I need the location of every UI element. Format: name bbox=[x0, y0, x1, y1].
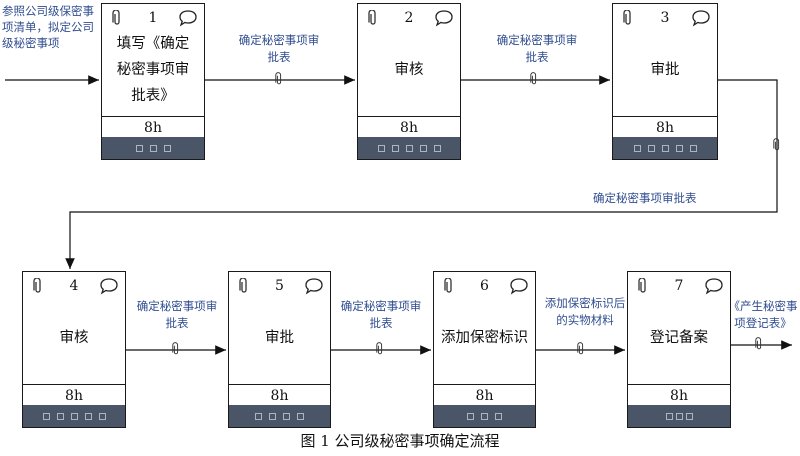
node-divider bbox=[434, 384, 535, 385]
node-number: 6 bbox=[480, 278, 489, 294]
node-title: 审核 bbox=[59, 330, 89, 346]
attachment-icon bbox=[623, 10, 631, 25]
node-divider bbox=[613, 116, 717, 117]
node-duration: 8h bbox=[270, 388, 289, 404]
node-duration: 8h bbox=[65, 388, 83, 404]
comment-icon bbox=[305, 278, 323, 295]
node-duration: 8h bbox=[670, 388, 688, 404]
node-duration: 8h bbox=[400, 120, 418, 136]
process-node-7[interactable]: 7 登记备案 8h bbox=[627, 271, 731, 428]
attachment-icon bbox=[530, 72, 537, 85]
process-node-1[interactable]: 1 填写《确定秘密事项审批表》 8h bbox=[101, 3, 205, 160]
node-duration: 8h bbox=[656, 120, 674, 136]
comment-icon bbox=[510, 278, 528, 295]
node-divider bbox=[23, 384, 125, 385]
attachment-icon bbox=[239, 278, 247, 293]
attachment-icon bbox=[773, 138, 780, 151]
node-number: 3 bbox=[660, 10, 670, 26]
node-footer bbox=[102, 137, 204, 159]
process-node-3[interactable]: 3 审批 8h bbox=[612, 3, 718, 160]
node-footer bbox=[613, 137, 717, 159]
process-node-2[interactable]: 2 审核 8h bbox=[357, 3, 461, 160]
comment-icon bbox=[435, 10, 453, 27]
attachment-icon bbox=[376, 342, 383, 355]
node-number: 5 bbox=[275, 278, 284, 294]
comment-icon bbox=[100, 278, 118, 295]
edge-label-6-7: 添加保密标识后的实物材料 bbox=[544, 296, 626, 327]
figure-caption: 图 1 公司级秘密事项确定流程 bbox=[300, 432, 500, 450]
node-divider bbox=[358, 116, 460, 117]
node-title: 登记备案 bbox=[650, 330, 708, 346]
edge-label-2-3: 确定秘密事项审批表 bbox=[496, 33, 578, 64]
node-divider bbox=[102, 116, 204, 117]
node-divider bbox=[229, 384, 330, 385]
node-footer bbox=[358, 137, 460, 159]
node-title: 审核 bbox=[394, 62, 424, 78]
attachment-icon bbox=[368, 10, 376, 25]
edge-label-4-5: 确定秘密事项审批表 bbox=[136, 299, 218, 330]
arrow-3-to-4 bbox=[65, 79, 778, 269]
input-document-label: 参照公司级保密事项清单，拟定公司级秘密事项 bbox=[2, 4, 94, 50]
attachment-icon bbox=[33, 278, 41, 293]
node-number: 2 bbox=[404, 10, 414, 26]
node-title: 审批 bbox=[650, 62, 680, 78]
attachment-icon bbox=[172, 342, 179, 355]
node-title: 填写《确定秘密事项审批表》 bbox=[116, 36, 190, 104]
node-number: 4 bbox=[69, 278, 79, 294]
attachment-icon bbox=[638, 278, 646, 293]
node-number: 7 bbox=[674, 278, 684, 294]
node-footer bbox=[229, 405, 330, 427]
attachment-icon bbox=[112, 10, 120, 25]
node-title: 审批 bbox=[265, 330, 294, 346]
attachment-icon bbox=[275, 72, 282, 85]
node-divider bbox=[628, 384, 730, 385]
node-number: 1 bbox=[148, 10, 158, 26]
edge-label-3-4: 确定秘密事项审批表 bbox=[593, 191, 697, 205]
process-node-4[interactable]: 4 审核 8h bbox=[22, 271, 126, 428]
node-duration: 8h bbox=[475, 388, 494, 404]
process-node-5[interactable]: 5 审批 8h bbox=[228, 271, 331, 428]
attachment-icon bbox=[444, 278, 452, 293]
edge-label-5-6: 确定秘密事项审批表 bbox=[340, 299, 422, 330]
attachment-icon bbox=[755, 337, 762, 350]
comment-icon bbox=[179, 10, 197, 27]
comment-icon bbox=[692, 10, 710, 27]
process-node-6[interactable]: 6 添加保密标识 8h bbox=[433, 271, 536, 428]
node-title: 添加保密标识 bbox=[441, 330, 528, 346]
node-duration: 8h bbox=[144, 120, 162, 136]
edge-label-1-2: 确定秘密事项审批表 bbox=[238, 33, 320, 64]
node-footer bbox=[23, 405, 125, 427]
node-footer bbox=[434, 405, 535, 427]
output-document-label: 《产生秘密事项登记表》 bbox=[728, 299, 798, 330]
comment-icon bbox=[705, 278, 723, 295]
attachment-icon bbox=[577, 342, 584, 355]
node-footer bbox=[628, 405, 730, 427]
